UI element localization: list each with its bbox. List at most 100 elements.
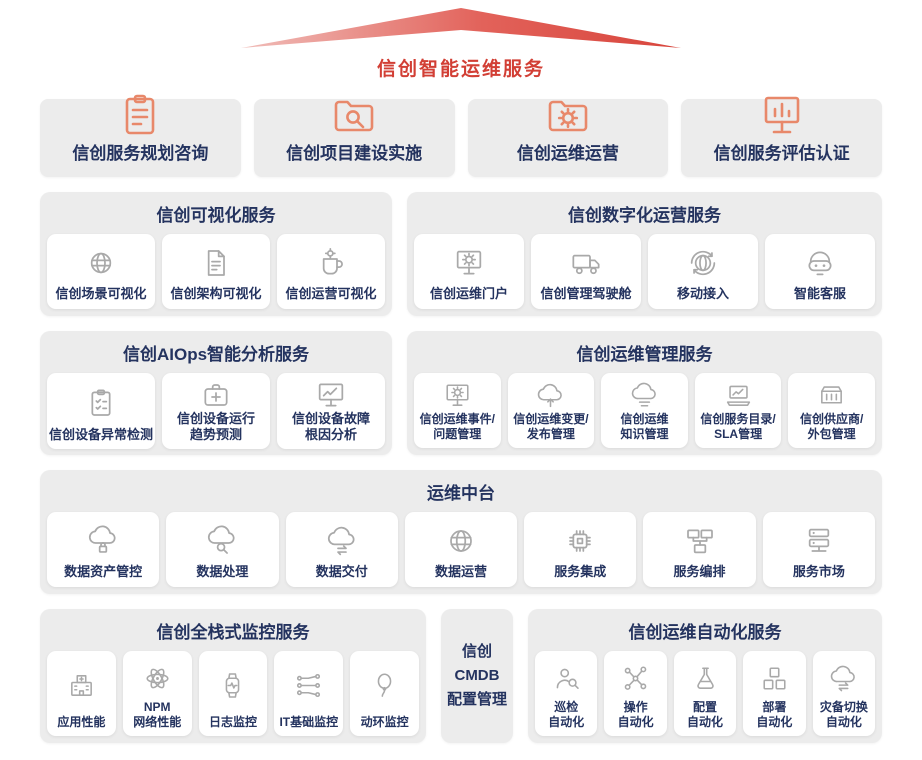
panel-ops-management: 信创运维管理服务 信创运维事件/ 问题管理信创运维变更/ 发布管理信创运维 知识… xyxy=(407,331,882,455)
service-card: 移动接入 xyxy=(648,234,758,309)
service-card-label: 信创运维变更/ 发布管理 xyxy=(513,412,589,441)
panel-automation: 信创运维自动化服务 巡检 自动化操作 自动化配置 自动化 部署 自动化灾备切换 自… xyxy=(528,609,882,743)
service-card: 信创服务目录/ SLA管理 xyxy=(694,373,782,448)
panel-middle-platform: 运维中台 数据资产管控数据处理数据交付数据运营服务集成服务编排服务市场 xyxy=(40,470,882,594)
row-middle-platform: 运维中台 数据资产管控数据处理数据交付数据运营服务集成服务编排服务市场 xyxy=(40,470,882,594)
top-service-certification: 信创服务评估认证 xyxy=(681,96,882,177)
top-service-planning: 信创服务规划咨询 xyxy=(40,94,241,177)
panel-digital-ops: 信创数字化运营服务 信创运维门户 信创管理驾驶舱移动接入智能客服 xyxy=(407,192,882,316)
panel-ops-management-title: 信创运维管理服务 xyxy=(576,345,713,364)
middle-platform-cards: 数据资产管控数据处理数据交付数据运营服务集成服务编排服务市场 xyxy=(47,512,875,587)
top-service-operation: 信创运维运营 xyxy=(467,99,669,177)
service-card: 智能客服 xyxy=(765,234,875,309)
service-card-label: 巡检 自动化 xyxy=(548,700,585,729)
hospital-building-icon xyxy=(67,671,96,700)
digital-ops-cards: 信创运维门户 信创管理驾驶舱移动接入智能客服 xyxy=(414,234,875,309)
globe-network-icon xyxy=(445,525,477,557)
service-card: 配置 自动化 xyxy=(673,651,737,736)
monitor-gear-icon xyxy=(453,247,485,279)
service-card: 信创运营可视化 xyxy=(277,234,385,309)
service-card: 部署 自动化 xyxy=(743,651,806,736)
screen-gears-icon xyxy=(443,381,472,410)
service-card-label: 应用性能 xyxy=(57,714,106,729)
service-card-label: 服务集成 xyxy=(554,564,607,580)
cup-gear-icon xyxy=(315,247,347,279)
service-card: 操作 自动化 xyxy=(604,651,667,736)
top-service-label: 信创服务规划咨询 xyxy=(72,144,209,163)
globe-sync-icon xyxy=(85,247,117,279)
automation-cards: 巡检 自动化操作 自动化配置 自动化 部署 自动化灾备切换 自动化 xyxy=(535,651,876,736)
service-card-label: 数据资产管控 xyxy=(64,564,143,580)
atom-icon xyxy=(143,664,172,693)
circuit-icon xyxy=(294,671,323,700)
top-service-label: 信创服务评估认证 xyxy=(713,144,850,163)
service-card-label: 信创运维事件/ 问题管理 xyxy=(419,412,495,441)
service-card: 服务编排 xyxy=(643,512,756,587)
top-service-label: 信创运维运营 xyxy=(516,144,619,163)
service-card: 信创设备运行 趋势预测 xyxy=(162,373,270,450)
service-card-label: 智能客服 xyxy=(793,286,846,302)
document-blueprint-icon xyxy=(200,247,232,279)
panel-automation-title: 信创运维自动化服务 xyxy=(628,623,782,642)
roof-arrow xyxy=(241,8,681,48)
row-aiops-management: 信创AIOps智能分析服务 信创设备异常检测信创设备运行 趋势预测 信创设备故障 … xyxy=(40,331,882,455)
service-card: 信创运维 知识管理 xyxy=(601,373,688,448)
service-card-label: 数据运营 xyxy=(434,564,487,580)
service-card-label: 动环监控 xyxy=(360,714,409,729)
service-card-label: 数据处理 xyxy=(196,564,249,580)
service-card-label: 服务市场 xyxy=(792,564,845,580)
cloud-search-icon xyxy=(206,525,238,557)
cloud-transfer-icon xyxy=(326,525,358,557)
service-card: IT基础监控 xyxy=(274,651,344,736)
service-card-label: 信创运营可视化 xyxy=(285,286,377,302)
panel-middle-platform-title: 运维中台 xyxy=(427,484,495,503)
service-card: 巡检 自动化 xyxy=(535,651,598,736)
panel-aiops-title: 信创AIOps智能分析服务 xyxy=(122,345,310,364)
row-visualization-digital: 信创可视化服务 信创场景可视化信创架构可视化信创运营可视化 信创数字化运营服务 … xyxy=(40,192,882,316)
service-card-label: 部署 自动化 xyxy=(756,700,793,729)
folder-gear-icon xyxy=(544,91,592,139)
service-card: 服务市场 xyxy=(762,512,875,587)
panel-digital-ops-title: 信创数字化运营服务 xyxy=(568,206,721,225)
service-card: 信创供应商/ 外包管理 xyxy=(788,373,875,448)
service-card-label: 信创设备故障 根因分析 xyxy=(291,411,370,442)
service-card: 数据资产管控 xyxy=(47,512,160,587)
service-card-label: 信创架构可视化 xyxy=(170,286,262,302)
service-card: 信创设备故障 根因分析 xyxy=(277,373,385,450)
service-card: 数据处理 xyxy=(166,512,279,587)
truck-icon xyxy=(570,247,602,279)
service-card: 信创运维变更/ 发布管理 xyxy=(507,373,595,448)
monitors-network-icon xyxy=(684,525,716,557)
cloud-failover-icon xyxy=(829,664,858,693)
presentation-chart-icon xyxy=(758,91,806,139)
person-search-icon xyxy=(552,664,581,693)
cloud-list-icon xyxy=(630,381,659,410)
flask-icon xyxy=(691,664,720,693)
service-card: 服务集成 xyxy=(524,512,637,587)
checklist-icon xyxy=(85,387,117,419)
blocks-icon xyxy=(760,664,789,693)
service-card: 灾备切换 自动化 xyxy=(812,651,876,736)
top-service-implementation: 信创项目建设实施 xyxy=(253,99,455,177)
cmdb-box: 信创 CMDB 配置管理 xyxy=(441,609,513,743)
service-card: 信创场景可视化 xyxy=(47,234,155,309)
service-card-label: 信创管理驾驶舱 xyxy=(540,286,632,302)
panel-aiops: 信创AIOps智能分析服务 信创设备异常检测信创设备运行 趋势预测 信创设备故障 … xyxy=(40,331,392,455)
service-card: 信创设备异常检测 xyxy=(47,373,155,450)
service-card-label: 信创运维门户 xyxy=(429,286,508,302)
service-card-label: 配置 自动化 xyxy=(687,700,724,729)
folder-search-icon xyxy=(330,91,378,139)
service-card: 日志监控 xyxy=(198,651,268,736)
page-title: 信创智能运维服务 xyxy=(376,59,545,80)
service-card: 信创管理驾驶舱 xyxy=(531,234,641,309)
container-icon xyxy=(817,381,846,410)
visualization-cards: 信创场景可视化信创架构可视化 信创运营可视化 xyxy=(47,234,385,309)
service-card-label: 信创设备运行 趋势预测 xyxy=(176,411,255,442)
service-card: 数据运营 xyxy=(404,512,518,587)
smartwatch-pulse-icon xyxy=(218,671,247,700)
service-card-label: 信创供应商/ 外包管理 xyxy=(800,412,864,441)
